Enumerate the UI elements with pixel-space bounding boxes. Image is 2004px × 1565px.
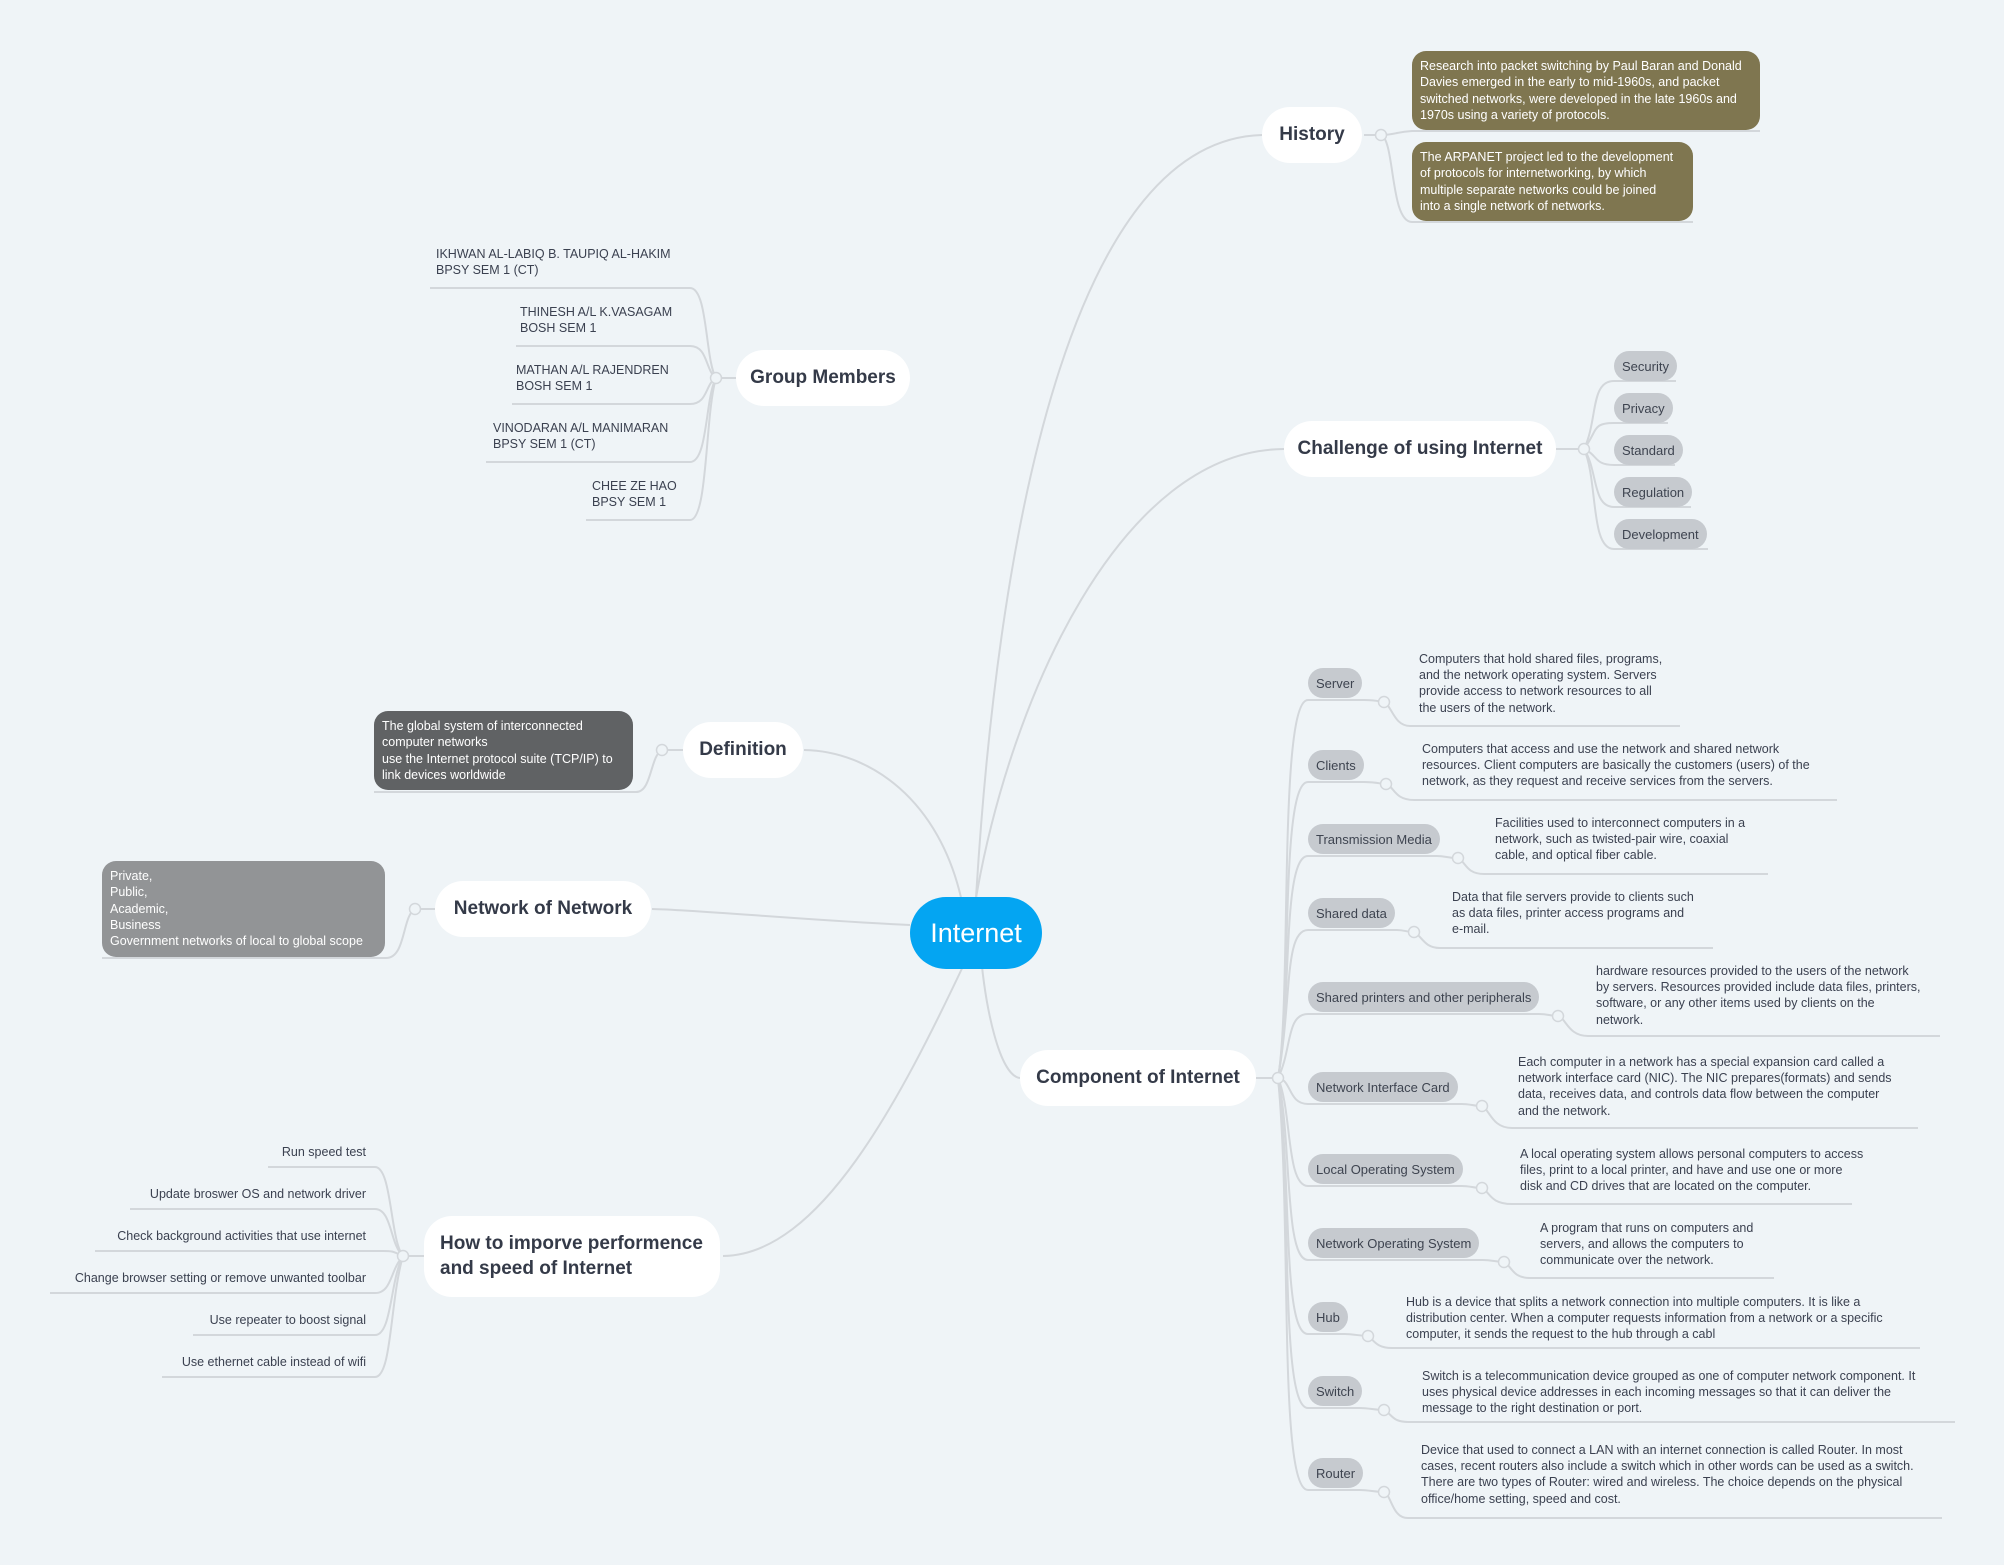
component-desc-server[interactable]: Computers that hold shared files, progra… <box>1419 652 1663 715</box>
improve-item-background-activities[interactable]: Check background activities that use int… <box>117 1229 366 1243</box>
improve-performance-node[interactable]: How to imporve performence and speed of … <box>424 1216 720 1297</box>
component-item-hub[interactable]: Hub <box>1308 1302 1348 1332</box>
challenge-item-security[interactable]: Security <box>1614 351 1677 381</box>
component-item-router[interactable]: Router <box>1308 1458 1364 1488</box>
root-node[interactable]: Internet <box>910 897 1042 969</box>
group-member-5[interactable]: CHEE ZE HAO BPSY SEM 1 <box>592 479 677 510</box>
challenge-item-privacy[interactable]: Privacy <box>1614 393 1673 423</box>
component-desc-switch[interactable]: Switch is a telecommunication device gro… <box>1422 1369 1916 1416</box>
component-item-server[interactable]: Server <box>1308 668 1363 698</box>
component-desc-hub[interactable]: Hub is a device that splits a network co… <box>1406 1295 1883 1342</box>
improve-item-browser-setting[interactable]: Change browser setting or remove unwante… <box>74 1271 366 1285</box>
component-item-local-os[interactable]: Local Operating System <box>1308 1154 1463 1184</box>
definition-text[interactable]: The global system of interconnected comp… <box>374 711 633 790</box>
history-node[interactable]: History <box>1262 107 1362 163</box>
improve-item-repeater[interactable]: Use repeater to boost signal <box>209 1313 366 1327</box>
component-item-switch[interactable]: Switch <box>1308 1376 1363 1406</box>
group-member-3[interactable]: MATHAN A/L RAJENDREN BOSH SEM 1 <box>516 363 669 394</box>
improve-item-ethernet[interactable]: Use ethernet cable instead of wifi <box>181 1355 366 1369</box>
network-types-text[interactable]: Private, Public, Academic, Business Gove… <box>102 861 385 957</box>
history-item-arpanet[interactable]: The ARPANET project led to the developme… <box>1412 142 1693 221</box>
component-desc-nic[interactable]: Each computer in a network has a special… <box>1518 1055 1892 1118</box>
component-desc-shared-printers[interactable]: hardware resources provided to the users… <box>1596 964 1921 1027</box>
component-desc-clients[interactable]: Computers that access and use the networ… <box>1422 742 1810 789</box>
component-item-shared-data[interactable]: Shared data <box>1308 898 1395 928</box>
component-item-network-os[interactable]: Network Operating System <box>1308 1228 1480 1258</box>
component-desc-shared-data[interactable]: Data that file servers provide to client… <box>1452 890 1694 937</box>
component-node[interactable]: Component of Internet <box>1020 1050 1256 1106</box>
group-member-4[interactable]: VINODARAN A/L MANIMARAN BPSY SEM 1 (CT) <box>493 421 669 452</box>
network-of-network-node[interactable]: Network of Network <box>435 881 651 937</box>
improve-item-speed-test[interactable]: Run speed test <box>281 1145 366 1159</box>
history-item-packet-switching[interactable]: Research into packet switching by Paul B… <box>1412 51 1760 130</box>
challenge-item-development[interactable]: Development <box>1614 519 1707 549</box>
component-item-clients[interactable]: Clients <box>1308 750 1364 780</box>
group-members-node[interactable]: Group Members <box>736 350 910 406</box>
component-desc-local-os[interactable]: A local operating system allows personal… <box>1520 1147 1864 1194</box>
challenge-node[interactable]: Challenge of using Internet <box>1284 421 1556 477</box>
component-desc-network-os[interactable]: A program that runs on computers and ser… <box>1540 1221 1754 1268</box>
definition-node[interactable]: Definition <box>683 722 803 778</box>
component-item-transmission-media[interactable]: Transmission Media <box>1308 824 1440 854</box>
group-member-2[interactable]: THINESH A/L K.VASAGAM BOSH SEM 1 <box>520 305 673 336</box>
challenge-item-regulation[interactable]: Regulation <box>1614 477 1693 507</box>
group-member-1[interactable]: IKHWAN AL-LABIQ B. TAUPIQ AL-HAKIM BPSY … <box>436 247 671 278</box>
component-desc-transmission-media[interactable]: Facilities used to interconnect computer… <box>1495 816 1746 863</box>
component-item-shared-printers[interactable]: Shared printers and other peripherals <box>1308 982 1540 1012</box>
improve-item-update-browser[interactable]: Update broswer OS and network driver <box>149 1187 366 1201</box>
component-item-nic[interactable]: Network Interface Card <box>1308 1072 1458 1102</box>
challenge-item-standard[interactable]: Standard <box>1614 435 1683 465</box>
component-desc-router[interactable]: Device that used to connect a LAN with a… <box>1421 1443 1914 1506</box>
